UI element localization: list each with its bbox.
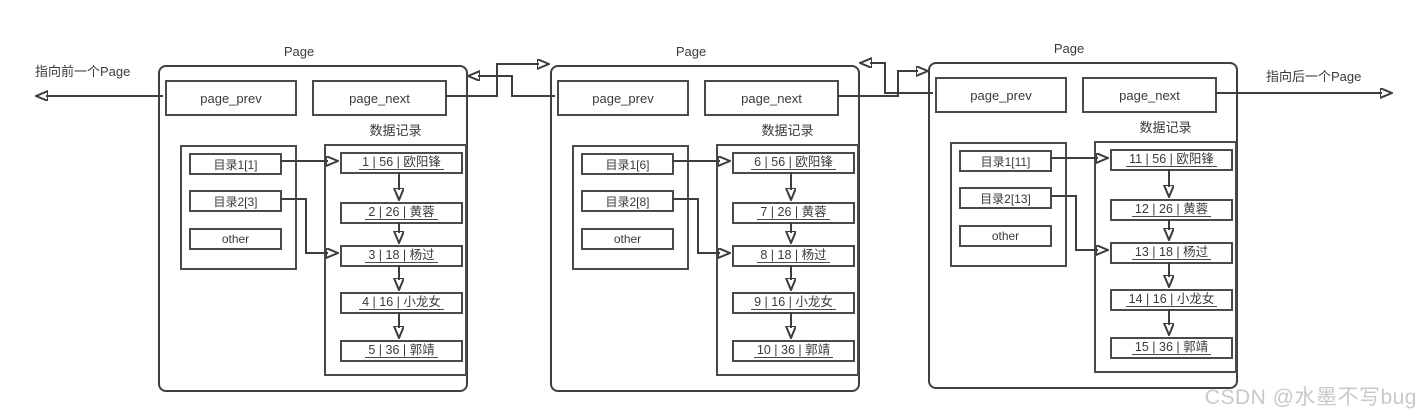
page-1-directory-entry-other: other — [189, 228, 282, 250]
page-2: Page page_prev page_next 数据记录 目录1[6] 目录2… — [550, 44, 860, 392]
page-1-record-4-text: 4 | 16 | 小龙女 — [359, 294, 444, 310]
page-2-title: Page — [675, 44, 707, 59]
page-2-records-title: 数据记录 — [761, 123, 814, 138]
page-2-record-4: 9 | 16 | 小龙女 — [732, 292, 855, 314]
page-1-record-5-text: 5 | 36 | 郭靖 — [365, 342, 438, 358]
page-2-page-next-box: page_next — [704, 80, 839, 116]
page-3-directory-container: 目录1[11] 目录2[13] other — [950, 142, 1067, 267]
page-3-title: Page — [1053, 41, 1085, 56]
page-1-directory-entry-2: 目录2[3] — [189, 190, 282, 212]
prev-page-arrow-label: 指向前一个Page — [35, 64, 131, 79]
arrow-page3-prev-to-page2 — [870, 63, 933, 94]
page-2-record-2: 7 | 26 | 黄蓉 — [732, 202, 855, 224]
page-2-record-1-text: 6 | 56 | 欧阳锋 — [751, 154, 836, 170]
page-2-record-5-text: 10 | 36 | 郭靖 — [753, 342, 834, 358]
page-3-record-3-text: 13 | 18 | 杨过 — [1131, 244, 1212, 260]
next-page-arrow-label: 指向后一个Page — [1266, 69, 1362, 84]
page-2-record-1: 6 | 56 | 欧阳锋 — [732, 152, 855, 174]
page-3-record-4: 14 | 16 | 小龙女 — [1110, 289, 1233, 311]
page-3-records-title: 数据记录 — [1139, 120, 1192, 135]
page-1-record-4: 4 | 16 | 小龙女 — [340, 292, 463, 314]
page-1-record-2: 2 | 26 | 黄蓉 — [340, 202, 463, 224]
page-3-page-prev-box: page_prev — [935, 77, 1067, 113]
page-3-directory-entry-1: 目录1[11] — [959, 150, 1052, 172]
page-3-record-1: 11 | 56 | 欧阳锋 — [1110, 149, 1233, 171]
page-1-records-container: 1 | 56 | 欧阳锋 2 | 26 | 黄蓉 3 | 18 | 杨过 4 |… — [324, 144, 467, 376]
page-2-directory-entry-2: 目录2[8] — [581, 190, 674, 212]
page-2-record-4-text: 9 | 16 | 小龙女 — [751, 294, 836, 310]
page-1-records-title: 数据记录 — [369, 123, 422, 138]
page-3-page-next-box: page_next — [1082, 77, 1217, 113]
watermark: CSDN @水墨不写bug — [1204, 386, 1417, 409]
arrow-page2-prev-to-page1 — [478, 76, 555, 97]
page-2-record-2-text: 7 | 26 | 黄蓉 — [757, 204, 830, 220]
page-1-directory-entry-1: 目录1[1] — [189, 153, 282, 175]
page-3-record-3: 13 | 18 | 杨过 — [1110, 242, 1233, 264]
page-3-record-1-text: 11 | 56 | 欧阳锋 — [1126, 151, 1217, 167]
page-3-records-container: 11 | 56 | 欧阳锋 12 | 26 | 黄蓉 13 | 18 | 杨过 … — [1094, 141, 1237, 373]
page-1-directory-container: 目录1[1] 目录2[3] other — [180, 145, 297, 270]
page-1-page-prev-box: page_prev — [165, 80, 297, 116]
page-1-record-2-text: 2 | 26 | 黄蓉 — [365, 204, 438, 220]
page-2-page-prev-box: page_prev — [557, 80, 689, 116]
page-2-record-3: 8 | 18 | 杨过 — [732, 245, 855, 267]
page-3-directory-entry-other: other — [959, 225, 1052, 247]
page-1-record-3: 3 | 18 | 杨过 — [340, 245, 463, 267]
page-2-directory-entry-1: 目录1[6] — [581, 153, 674, 175]
page-1-record-5: 5 | 36 | 郭靖 — [340, 340, 463, 362]
page-1-record-1: 1 | 56 | 欧阳锋 — [340, 152, 463, 174]
page-2-records-container: 6 | 56 | 欧阳锋 7 | 26 | 黄蓉 8 | 18 | 杨过 9 |… — [716, 144, 859, 376]
page-1-title: Page — [283, 44, 315, 59]
page-3-record-5-text: 15 | 36 | 郭靖 — [1131, 339, 1212, 355]
page-3-record-4-text: 14 | 16 | 小龙女 — [1125, 291, 1218, 307]
page-3: Page page_prev page_next 数据记录 目录1[11] 目录… — [928, 41, 1238, 389]
page-2-directory-container: 目录1[6] 目录2[8] other — [572, 145, 689, 270]
page-3-directory-entry-2: 目录2[13] — [959, 187, 1052, 209]
page-3-record-2: 12 | 26 | 黄蓉 — [1110, 199, 1233, 221]
page-1-record-1-text: 1 | 56 | 欧阳锋 — [359, 154, 444, 170]
page-1-page-next-box: page_next — [312, 80, 447, 116]
page-1: Page page_prev page_next 数据记录 目录1[1] 目录2… — [158, 44, 468, 392]
page-2-directory-entry-other: other — [581, 228, 674, 250]
page-1-record-3-text: 3 | 18 | 杨过 — [365, 247, 438, 263]
page-3-record-5: 15 | 36 | 郭靖 — [1110, 337, 1233, 359]
page-2-record-3-text: 8 | 18 | 杨过 — [757, 247, 830, 263]
page-2-record-5: 10 | 36 | 郭靖 — [732, 340, 855, 362]
page-3-record-2-text: 12 | 26 | 黄蓉 — [1131, 201, 1212, 217]
